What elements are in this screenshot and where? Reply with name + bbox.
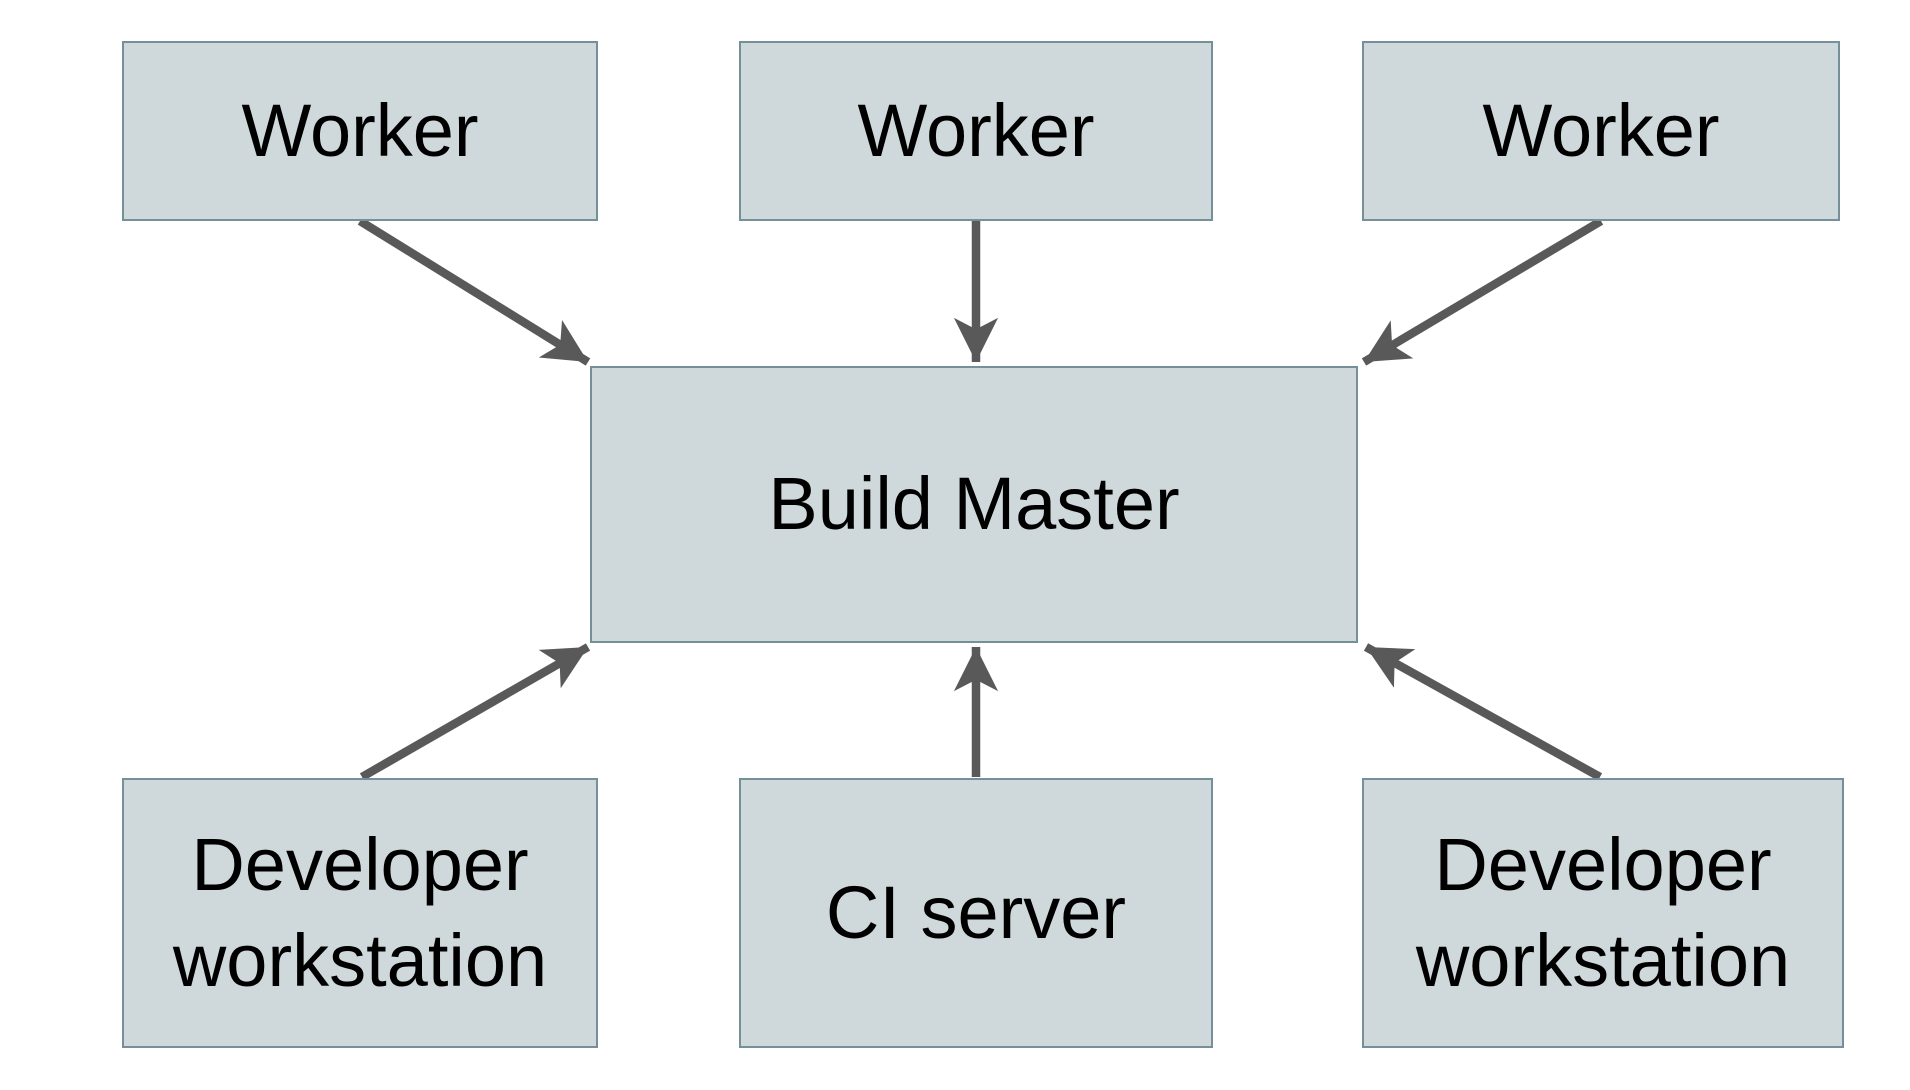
node-developer-workstation-right: Developer workstation [1362, 778, 1844, 1048]
node-ci-server: CI server [739, 778, 1213, 1048]
node-worker-1: Worker [122, 41, 598, 221]
node-developer-workstation-right-label: Developer workstation [1415, 822, 1791, 1002]
node-worker-3: Worker [1362, 41, 1840, 221]
node-developer-workstation-left-label: Developer workstation [172, 822, 548, 1002]
arrow-dev-ws-1-to-build-master [359, 643, 591, 781]
node-build-master: Build Master [590, 366, 1358, 643]
node-worker-2-label: Worker [857, 88, 1095, 172]
node-developer-workstation-left: Developer workstation [122, 778, 598, 1048]
arrow-dev-ws-2-to-build-master [1363, 643, 1603, 781]
node-worker-1-label: Worker [241, 88, 479, 172]
arrow-worker-3-to-build-master [1361, 217, 1604, 366]
arrow-worker-1-to-build-master [357, 217, 591, 366]
node-ci-server-label: CI server [825, 870, 1127, 954]
node-build-master-label: Build Master [768, 462, 1180, 546]
node-worker-3-label: Worker [1482, 88, 1720, 172]
node-worker-2: Worker [739, 41, 1213, 221]
